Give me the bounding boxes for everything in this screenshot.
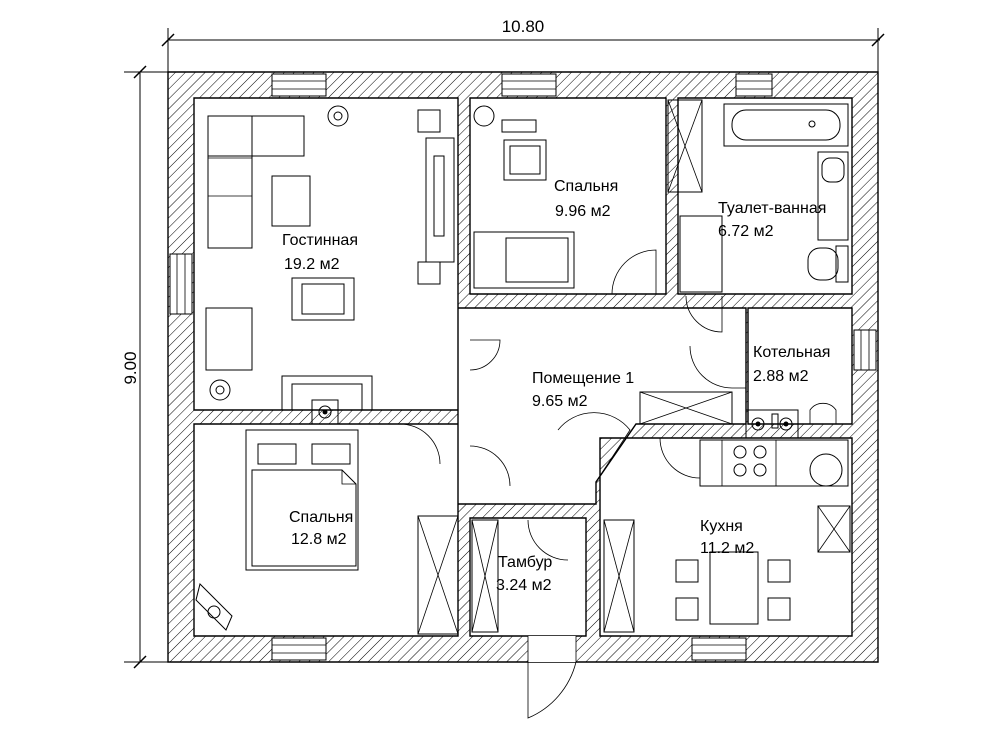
room-area: 12.8 м2: [291, 531, 347, 548]
width-dimension: 10.80: [161, 17, 885, 72]
height-dimension: 9.00: [121, 65, 170, 669]
room-area: 6.72 м2: [718, 223, 774, 240]
windows: [169, 73, 877, 661]
room-area: 11.2 м2: [700, 540, 754, 557]
walls: [167, 71, 879, 663]
doors: [399, 249, 746, 719]
room-area: 2.88 м2: [753, 368, 809, 385]
room-name: Спальня: [554, 178, 618, 195]
room-area: 3.24 м2: [496, 577, 552, 594]
bedroom-top-furniture: [473, 99, 703, 289]
room-area: 19.2 м2: [284, 256, 340, 273]
room-label-bedroom-top: Спальня 9.96 м2: [554, 178, 618, 220]
room-name: Гостинная: [282, 232, 358, 249]
room-name: Кухня: [700, 518, 743, 535]
room-name: Тамбур: [498, 554, 552, 571]
wardrobes: [471, 519, 635, 633]
room-area: 9.65 м2: [532, 393, 588, 410]
bathroom-fixtures: [679, 103, 849, 293]
room-label-hall: Помещение 1 9.65 м2: [532, 370, 634, 410]
room-label-boiler: Котельная 2.88 м2: [753, 344, 830, 385]
room-name: Спальня: [289, 509, 353, 526]
room-label-living: Гостинная 19.2 м2: [282, 232, 358, 273]
hall-fixtures: [639, 391, 837, 439]
room-label-kitchen: Кухня 11.2 м2: [700, 518, 754, 557]
room-area: 9.96 м2: [555, 203, 611, 220]
living-furniture: [205, 105, 455, 425]
room-label-bathroom: Туалет-ванная 6.72 м2: [718, 200, 826, 240]
height-dimension-label: 9.00: [121, 351, 140, 384]
room-name: Туалет-ванная: [718, 200, 826, 217]
room-name: Помещение 1: [532, 370, 634, 387]
width-dimension-label: 10.80: [502, 17, 545, 36]
bedroom-bottom-furniture: [195, 429, 459, 635]
room-label-vestibule: Тамбур 3.24 м2: [496, 554, 552, 594]
room-label-bedroom-bottom: Спальня 12.8 м2: [289, 509, 353, 548]
room-name: Котельная: [753, 344, 830, 361]
kitchen-furniture: [675, 439, 851, 625]
